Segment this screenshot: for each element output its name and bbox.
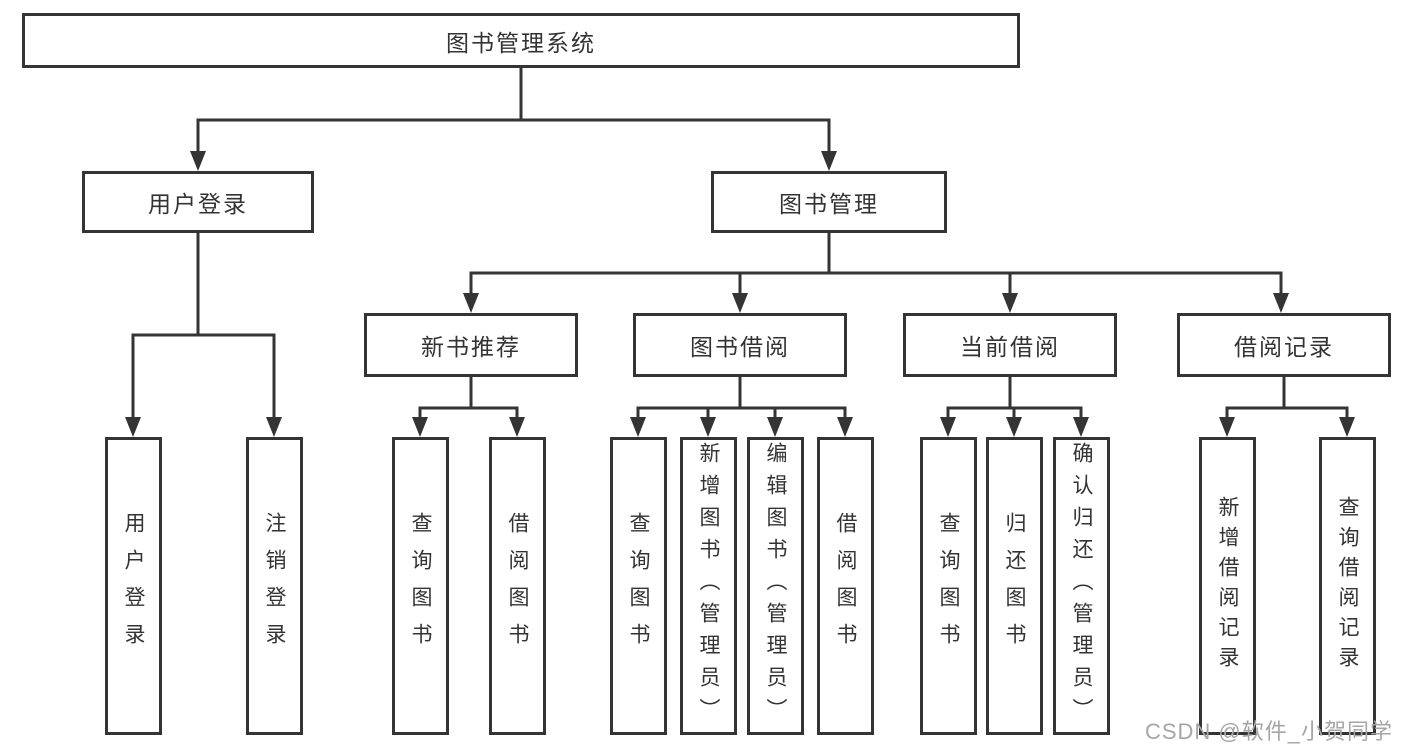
leaf-confirm-return-admin: 确认归还（管理员） [1053,437,1110,735]
connector-current-rail [946,406,1083,422]
leaf-current-query-books-label: 查询图书 [937,512,960,660]
arrow-down-icon [630,417,646,437]
leaf-add-borrow-record: 新增借阅记录 [1199,437,1256,735]
leaf-recommend-query-books-label: 查询图书 [409,512,432,660]
node-borrowing-records-label: 借阅记录 [1234,334,1334,360]
connector-records-rail [1225,406,1349,422]
arrow-down-icon [1073,417,1089,437]
leaf-add-books-admin: 新增图书（管理员） [680,437,737,735]
arrow-down-icon [767,417,783,437]
node-book-borrowing: 图书借阅 [633,313,847,377]
arrow-down-icon [190,151,206,171]
leaf-confirm-return-admin-label: 确认归还（管理员） [1070,442,1093,730]
arrow-down-icon [700,417,716,437]
node-new-book-recommendation: 新书推荐 [364,313,578,377]
node-borrowing-records: 借阅记录 [1177,313,1391,377]
leaf-logout-label: 注销登录 [263,512,286,660]
node-library-system-label: 图书管理系统 [446,29,596,56]
leaf-recommend-borrow-books: 借阅图书 [489,437,546,735]
leaf-add-borrow-record-label: 新增借阅记录 [1216,496,1239,676]
arrow-down-icon [463,293,479,313]
leaf-return-books: 归还图书 [986,437,1043,735]
arrow-down-icon [1002,293,1018,313]
leaf-borrowing-borrow-books: 借阅图书 [817,437,874,735]
node-new-book-recommendation-label: 新书推荐 [421,334,521,360]
leaf-borrowing-query-books-label: 查询图书 [627,512,650,660]
node-book-borrowing-label: 图书借阅 [690,334,790,360]
leaf-edit-books-admin-label: 编辑图书（管理员） [764,442,787,730]
arrow-down-icon [940,417,956,437]
connector-level2-rail [196,118,831,156]
leaf-query-borrow-record: 查询借阅记录 [1319,437,1376,735]
watermark: CSDN @软件_小贺同学 [1144,719,1393,744]
node-user-login-label: 用户登录 [148,191,248,217]
arrow-down-icon [821,151,837,171]
connector-recommend-rail [418,406,519,422]
leaf-recommend-borrow-books-label: 借阅图书 [506,512,529,660]
arrow-down-icon [412,417,428,437]
leaf-current-query-books: 查询图书 [920,437,977,735]
leaf-borrowing-query-books: 查询图书 [610,437,667,735]
node-book-management-label: 图书管理 [779,191,879,217]
leaf-user-login-label: 用户登录 [122,512,145,660]
arrow-down-icon [266,417,282,437]
leaf-return-books-label: 归还图书 [1003,512,1026,660]
arrow-down-icon [837,417,853,437]
node-book-management: 图书管理 [711,171,947,233]
node-library-system: 图书管理系统 [22,13,1020,68]
node-user-login: 用户登录 [82,171,314,233]
arrow-down-icon [125,417,141,437]
arrow-down-icon [1219,417,1235,437]
leaf-recommend-query-books: 查询图书 [392,437,449,735]
leaf-user-login: 用户登录 [105,437,162,735]
leaf-logout: 注销登录 [246,437,303,735]
leaf-borrowing-borrow-books-label: 借阅图书 [834,512,857,660]
leaf-edit-books-admin: 编辑图书（管理员） [747,437,804,735]
arrow-down-icon [1339,417,1355,437]
connector-borrowing-rail [636,406,847,422]
leaf-add-books-admin-label: 新增图书（管理员） [697,442,720,730]
arrow-down-icon [1006,417,1022,437]
node-current-borrowing-label: 当前借阅 [960,334,1060,360]
leaf-query-borrow-record-label: 查询借阅记录 [1336,496,1359,676]
connector-user-login-rail [131,333,276,422]
arrow-down-icon [1273,293,1289,313]
connector-level3-rail [469,271,1283,298]
arrow-down-icon [509,417,525,437]
node-current-borrowing: 当前借阅 [903,313,1117,377]
arrow-down-icon [732,293,748,313]
